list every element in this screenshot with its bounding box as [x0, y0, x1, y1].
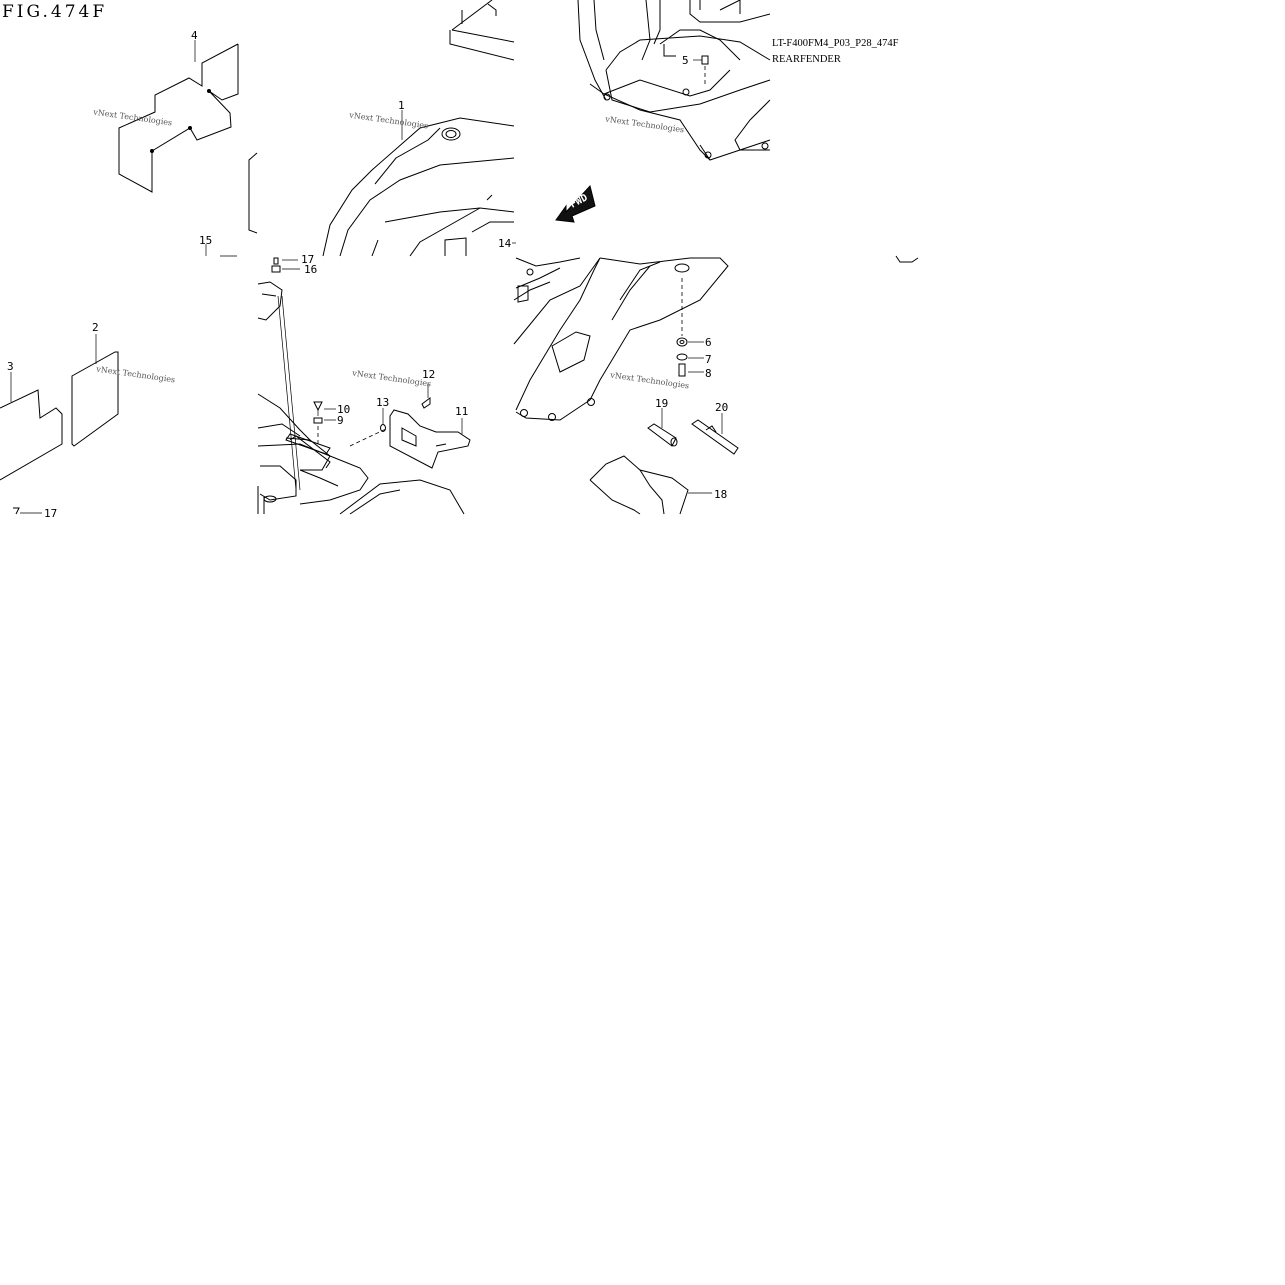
part-4-pad [118, 40, 239, 193]
rear-fender-main [322, 0, 516, 257]
fender-bracket-assembly [257, 257, 471, 515]
callout-17-lower: 17 [44, 507, 58, 520]
callout-11: 11 [455, 405, 469, 418]
callout-4: 4 [191, 29, 198, 42]
model-code: LT-F400FM4_P03_P28_474F [772, 38, 899, 49]
stray-fragment [895, 255, 919, 263]
callout-3: 3 [7, 360, 14, 373]
callout-1: 1 [398, 99, 405, 112]
callout-19: 19 [655, 397, 669, 410]
callout-14: 14 [498, 237, 512, 250]
callout-10: 10 [337, 403, 351, 416]
callout-12: 12 [422, 368, 436, 381]
callout-5: 5 [682, 54, 689, 67]
part-2-panel [71, 334, 119, 447]
part-17-bolt-lower [13, 507, 42, 515]
part-3-panel [0, 372, 63, 481]
callout-18: 18 [714, 488, 728, 501]
callout-9: 9 [337, 414, 344, 427]
rear-fender-rear-section [513, 257, 739, 515]
callout-20: 20 [715, 401, 729, 414]
callout-17-upper: 17 [301, 253, 315, 266]
section-name: REARFENDER [772, 54, 841, 65]
callout-2: 2 [92, 321, 99, 334]
callout-6: 6 [705, 336, 712, 349]
callout-13: 13 [376, 396, 390, 409]
fwd-arrow-icon [555, 184, 596, 223]
rear-fender-underside [577, 0, 771, 161]
callout-7: 7 [705, 353, 712, 366]
panel-fragment [205, 152, 258, 257]
figure-title: FIG.474F [2, 2, 108, 22]
callout-15: 15 [199, 234, 213, 247]
callout-16: 16 [304, 263, 318, 276]
callout-8: 8 [705, 367, 712, 380]
